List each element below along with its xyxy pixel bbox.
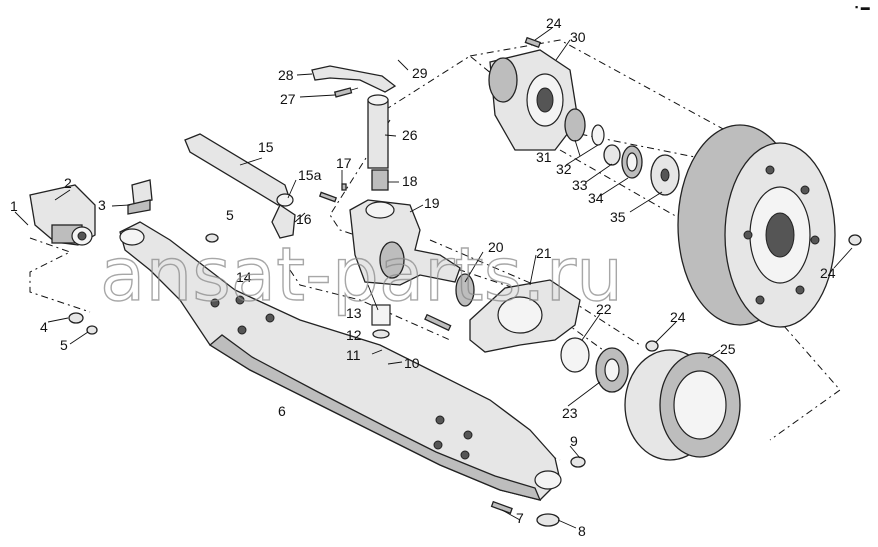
seal-and-bearing bbox=[560, 337, 629, 393]
wheel-rim bbox=[677, 124, 836, 328]
callout-23: 23 bbox=[562, 405, 578, 421]
callout-26: 26 bbox=[402, 127, 418, 143]
callout-18: 18 bbox=[402, 173, 418, 189]
callout-7: 7 bbox=[516, 510, 524, 526]
callout-11: 11 bbox=[346, 347, 361, 363]
callout-16: 16 bbox=[296, 211, 312, 227]
bearing-stack bbox=[564, 108, 680, 196]
spring-bracket bbox=[29, 184, 96, 246]
callout-31: 31 bbox=[536, 149, 552, 165]
callout-29: 29 bbox=[412, 65, 428, 81]
clip-part bbox=[127, 179, 153, 215]
callout-5-left: 5 bbox=[60, 337, 68, 353]
callout-27: 27 bbox=[280, 91, 296, 107]
callout-21: 21 bbox=[536, 245, 552, 261]
corner-mark: ▪ ▬ bbox=[855, 2, 870, 12]
callout-10: 10 bbox=[404, 355, 420, 371]
callout-2: 2 bbox=[64, 175, 72, 191]
callout-19: 19 bbox=[424, 195, 440, 211]
callout-34: 34 bbox=[588, 190, 604, 206]
callout-labels: 1 2 3 4 5 5 6 7 8 9 10 11 12 13 14 15 15… bbox=[10, 15, 836, 539]
callout-28: 28 bbox=[278, 67, 294, 83]
leader-lines bbox=[14, 27, 853, 529]
callout-32: 32 bbox=[556, 161, 572, 177]
callout-33: 33 bbox=[572, 177, 588, 193]
callout-24-right: 24 bbox=[820, 265, 836, 281]
callout-30: 30 bbox=[570, 29, 586, 45]
callout-25: 25 bbox=[720, 341, 736, 357]
callout-6: 6 bbox=[278, 403, 286, 419]
callout-15a: 15a bbox=[298, 167, 322, 183]
callout-1: 1 bbox=[10, 198, 18, 214]
king-pin-assembly bbox=[311, 65, 397, 191]
steering-knuckle bbox=[349, 199, 461, 286]
callout-12: 12 bbox=[346, 327, 362, 343]
callout-24-mid: 24 bbox=[670, 309, 686, 325]
callout-24-top: 24 bbox=[546, 15, 562, 31]
callout-8: 8 bbox=[578, 523, 586, 539]
callout-13: 13 bbox=[346, 305, 362, 321]
callout-17: 17 bbox=[336, 155, 352, 171]
callout-4: 4 bbox=[40, 319, 48, 335]
bushing-parts bbox=[371, 304, 391, 339]
callout-14: 14 bbox=[236, 269, 252, 285]
callout-3: 3 bbox=[98, 197, 106, 213]
axle-beam bbox=[119, 221, 562, 501]
ball-joint bbox=[271, 204, 296, 239]
callout-9: 9 bbox=[570, 433, 578, 449]
callout-22: 22 bbox=[596, 301, 612, 317]
watermark: ansat-parts.ru bbox=[100, 232, 623, 318]
wheel-hub bbox=[488, 49, 579, 151]
brake-drum bbox=[624, 349, 741, 461]
callout-5-upper: 5 bbox=[226, 207, 234, 223]
fasteners bbox=[68, 36, 862, 527]
callout-20: 20 bbox=[488, 239, 504, 255]
callout-15: 15 bbox=[258, 139, 274, 155]
tie-rod bbox=[184, 133, 294, 207]
callout-35: 35 bbox=[610, 209, 626, 225]
brake-backing-plate bbox=[455, 273, 581, 353]
